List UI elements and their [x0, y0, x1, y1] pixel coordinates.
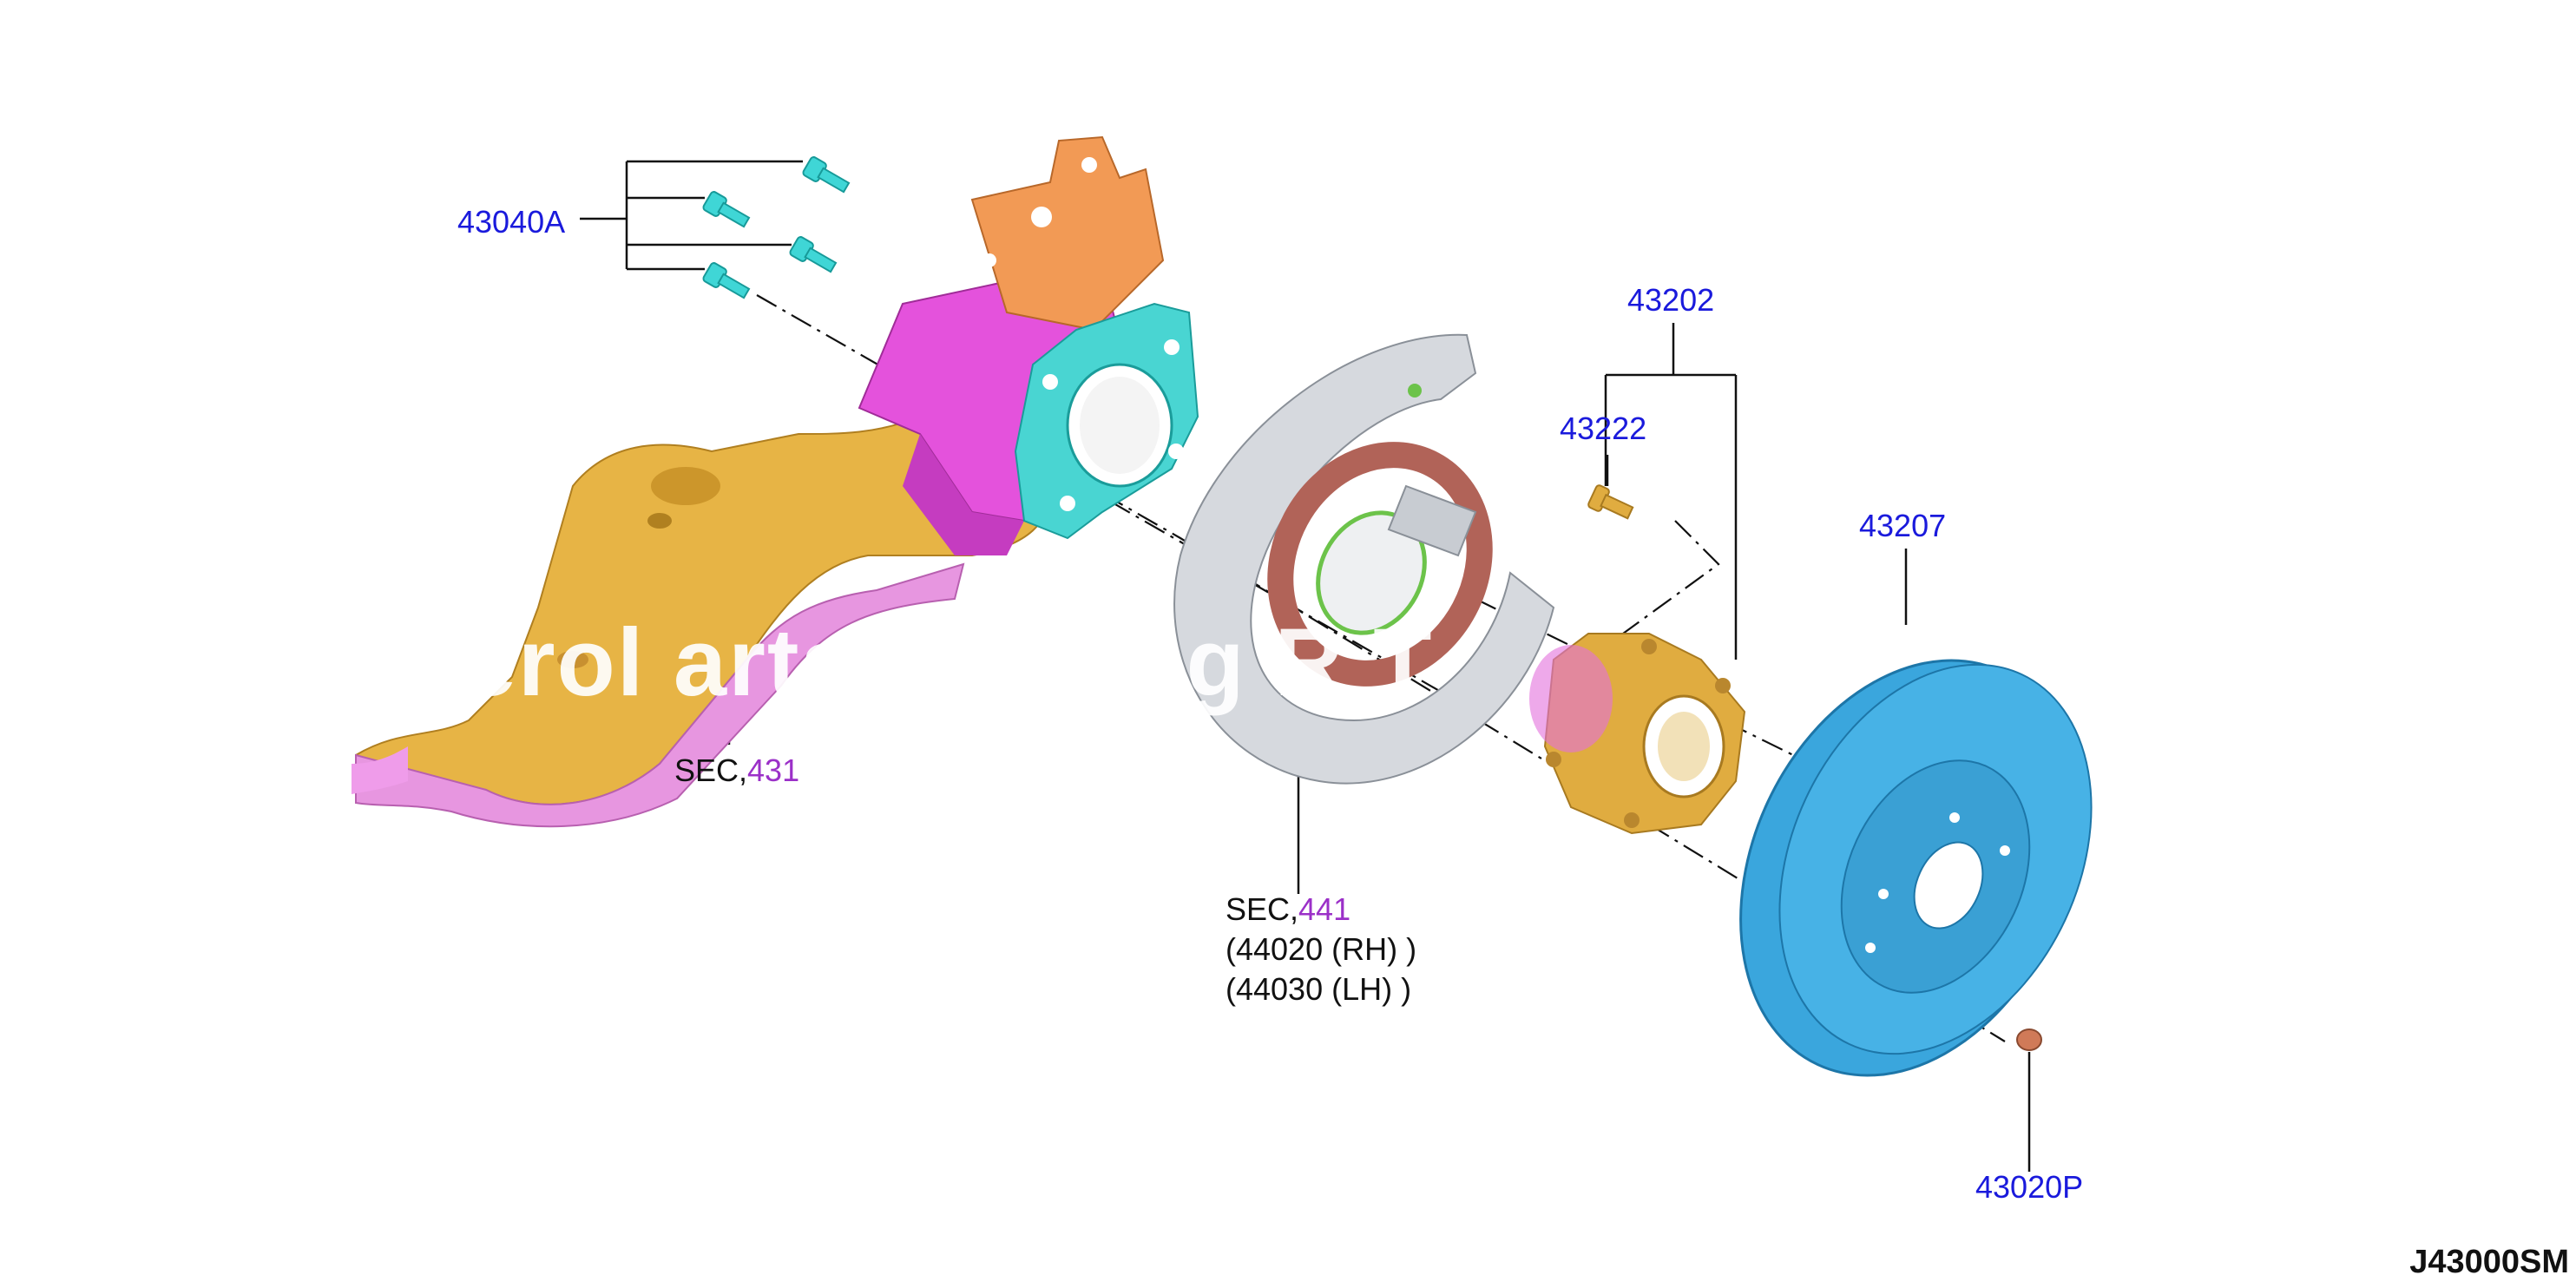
brake-rotor: [1739, 659, 2093, 1077]
part-label-43040A[interactable]: 43040A: [457, 204, 566, 240]
section-441-rh-note: (44020 (RH) ): [1226, 931, 1417, 967]
section-441-lh-note: (44030 (LH) ): [1226, 971, 1412, 1007]
diagram-code: J43000SM: [2409, 1244, 2569, 1280]
watermark: Merol arts Catalog R T: [382, 609, 1434, 716]
wheel-stud: [1587, 484, 1634, 520]
part-label-43202[interactable]: 43202: [1627, 282, 1715, 318]
mounting-bolts: [702, 156, 851, 299]
hub-cap: [2016, 1028, 2042, 1051]
hub-assembly: [1529, 633, 1746, 835]
section-ref-431: SEC,431: [674, 755, 799, 786]
lower-arm: [352, 406, 1048, 828]
section-link-431[interactable]: 431: [747, 752, 800, 788]
section-prefix: SEC,: [1226, 891, 1299, 927]
part-label-43207[interactable]: 43207: [1859, 508, 1947, 543]
mounting-plate: [1014, 302, 1199, 540]
upper-bracket: [970, 135, 1165, 332]
section-prefix: SEC,: [674, 752, 748, 788]
part-label-43222[interactable]: 43222: [1560, 411, 1647, 446]
brake-backing-plate: [1173, 333, 1555, 785]
section-link-441[interactable]: 441: [1298, 891, 1351, 927]
part-label-43020P[interactable]: 43020P: [1975, 1169, 2084, 1205]
section-ref-441: SEC,441: [1226, 894, 1350, 925]
